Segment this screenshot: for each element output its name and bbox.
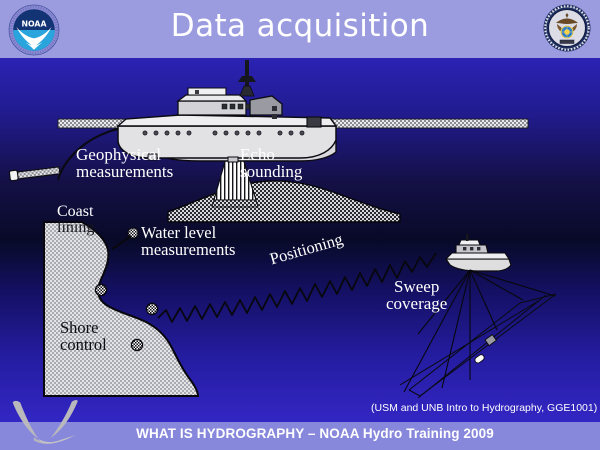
- label-shore-control: Shore control: [60, 318, 107, 354]
- label-coast-line1: Coast: [57, 203, 94, 220]
- label-sweep-line2: coverage: [386, 294, 448, 314]
- label-geophysical-measurements: Geophysical measurements: [76, 146, 173, 181]
- marker-shore-2: [145, 302, 159, 316]
- label-water-level-line2: measurements: [141, 239, 236, 259]
- multibeam-swath-coverage: [399, 293, 557, 399]
- positioning-wave-signal: [157, 252, 437, 323]
- noaa-seagull-watermark-icon: [12, 399, 78, 444]
- label-coast-line2: lining: [57, 219, 95, 237]
- label-coast-lining: Coast lining: [57, 203, 95, 237]
- page-title: Data acquisition: [170, 8, 430, 44]
- noaa-wordmark: NOAA: [21, 19, 46, 28]
- label-sweep-coverage: Sweep coverage: [386, 278, 447, 313]
- coastline-landmass: [43, 221, 200, 397]
- marker-shore-1: [94, 283, 108, 297]
- source-attribution: (USM and UNB Intro to Hydrography, GGE10…: [371, 402, 598, 414]
- label-geophysical-line1: Geophysical: [76, 145, 161, 164]
- sweep-survey-launch: [403, 234, 556, 393]
- label-shore-line1: Shore: [60, 318, 99, 337]
- seafloor-mound: [167, 180, 401, 223]
- label-sweep-line1: Sweep: [394, 277, 440, 296]
- label-echo-sounding: Echo sounding: [240, 146, 302, 181]
- noaa-logo-icon: NOAA: [8, 4, 60, 56]
- label-echo-line1: Echo: [240, 145, 275, 164]
- label-water-level-measurements: Water level measurements: [141, 223, 236, 259]
- coast-and-geodetic-survey-seal-icon: [542, 3, 592, 53]
- marker-shore-3: [130, 338, 144, 352]
- label-echo-line2: sounding: [240, 162, 303, 182]
- survey-control-markers: [94, 227, 159, 352]
- label-water-level-line1: Water level: [141, 223, 217, 242]
- header-band: [0, 0, 600, 58]
- footer-band: [0, 422, 600, 450]
- survey-ship: [116, 60, 338, 163]
- footer-title: WHAT IS HYDROGRAPHY – NOAA Hydro Trainin…: [136, 426, 494, 441]
- label-shore-line2: control: [60, 334, 107, 354]
- swath-target-object: [484, 334, 498, 347]
- echo-sounder-beam-cone: [211, 128, 259, 208]
- label-geophysical-line2: measurements: [76, 162, 174, 182]
